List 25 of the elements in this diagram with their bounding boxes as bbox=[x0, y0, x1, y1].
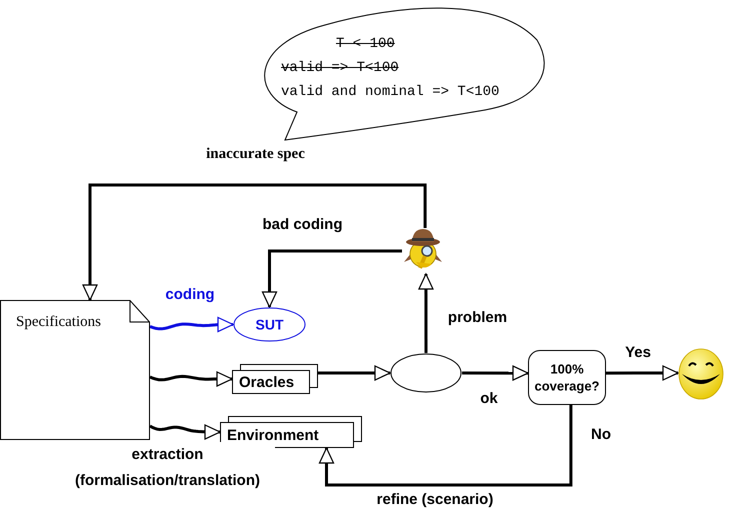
arrow bbox=[318, 405, 572, 486]
smiley-face bbox=[678, 348, 724, 400]
ellipse bbox=[390, 353, 462, 393]
node-label: 100% coverage? bbox=[533, 360, 601, 396]
node-label: Environment bbox=[227, 426, 319, 444]
arrow bbox=[149, 424, 221, 440]
arrow bbox=[418, 273, 434, 353]
document-shape bbox=[0, 300, 150, 440]
arrow bbox=[262, 250, 402, 308]
stacked-box bbox=[220, 416, 362, 448]
decision-box bbox=[528, 350, 606, 405]
condition-text: T < 100 bbox=[336, 36, 395, 52]
stacked-box bbox=[232, 364, 318, 394]
condition-text: valid and nominal => T<100 bbox=[281, 84, 500, 100]
ellipse bbox=[233, 307, 306, 342]
node-label: SUT bbox=[254, 315, 284, 334]
arrow bbox=[82, 184, 427, 301]
arrow bbox=[318, 365, 391, 381]
arrow bbox=[149, 371, 233, 387]
arrow bbox=[606, 365, 679, 381]
node-label: Specifications bbox=[16, 314, 101, 331]
node-label: Oracles bbox=[239, 374, 294, 390]
condition-text: valid => T<100 bbox=[281, 60, 399, 76]
arrow bbox=[462, 365, 529, 381]
arrow bbox=[150, 316, 234, 332]
